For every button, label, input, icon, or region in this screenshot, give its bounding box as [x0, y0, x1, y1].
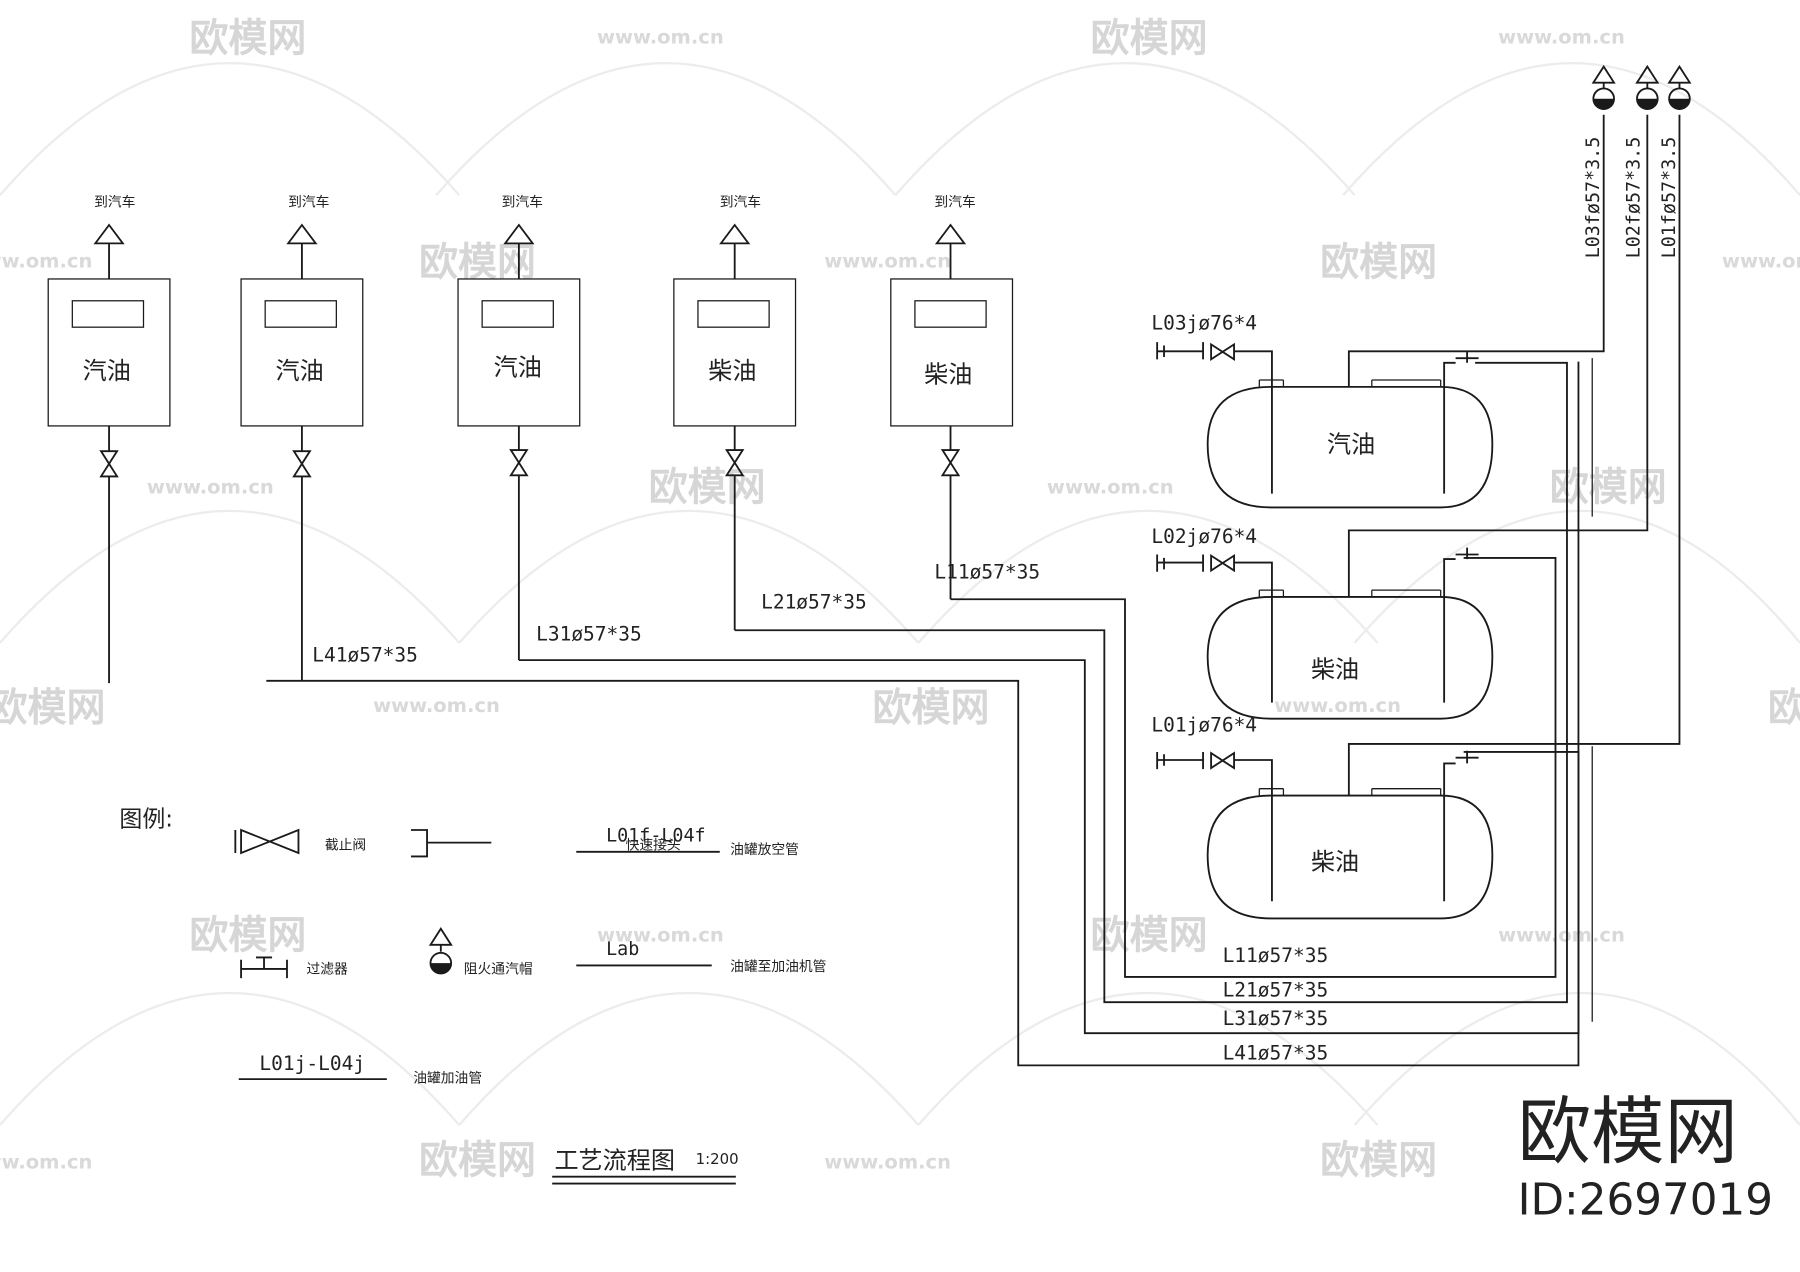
pipe-label-L1: L11ø57*35: [934, 561, 1040, 584]
vent-caps: [1591, 64, 1692, 110]
watermark-logo: 欧模网: [189, 913, 306, 958]
legend-flame-arrester-label: 阻火通汽帽: [464, 962, 533, 978]
id-label: ID:2697019: [1518, 1176, 1773, 1226]
dispenser-fuel-label: 汽油: [83, 357, 131, 385]
watermark-logo: 欧模网: [1768, 686, 1800, 731]
flame-arrester-icon: [1591, 64, 1616, 110]
pipe-label-L3: L31ø57*35: [536, 623, 642, 646]
fill-pipe-label: L02jø76*4: [1151, 525, 1257, 548]
pipe-label-L2: L21ø57*35: [761, 590, 867, 613]
pipe-label-lower-L4: L41ø57*35: [1223, 1042, 1329, 1065]
legend-fill-code: L01j-L04j: [259, 1052, 365, 1075]
watermark-logo: 欧模网: [1091, 913, 1208, 958]
watermark-url: www.om.cn: [824, 249, 951, 272]
watermark-url: www.om.cn: [0, 1151, 92, 1174]
flame-arrester-icon: [428, 927, 453, 975]
legend-lab-code: Lab: [606, 939, 639, 960]
legend-vent-pipe-label: 油罐放空管: [730, 842, 799, 858]
pipe-label-lower-L1: L11ø57*35: [1223, 944, 1329, 967]
legend-vent-code: L01f-L04f: [606, 825, 705, 846]
tank-fuel-label: 柴油: [1311, 655, 1359, 683]
dispenser-3: 到汽车 汽油: [457, 194, 581, 427]
watermark-logo: 欧模网: [0, 686, 106, 731]
legend: 图例: 截止阀 L01f-L04f 快速接头 油罐放空管 过滤器 阻火通汽帽 L…: [119, 807, 826, 1087]
flame-arrester-icon: [1667, 64, 1692, 110]
legend-fill-pipe-label: 油罐加油管: [413, 1071, 482, 1087]
vent-pipe-label: L03fø57*3.5: [1583, 137, 1604, 259]
legend-tank-to-dispenser-label: 油罐至加油机管: [730, 959, 826, 975]
watermark-logo: 欧模网: [1320, 241, 1437, 286]
supply-pipes: [266, 358, 1593, 1067]
watermark-logo: 欧模网: [1091, 17, 1208, 62]
watermark-url: www.om.cn: [824, 1151, 951, 1174]
tank-1: L03jø76*4 汽油: [1151, 114, 1605, 509]
drawing-title: 工艺流程图 1:200: [552, 1147, 739, 1185]
watermark-url: www.om.cn: [1498, 26, 1625, 49]
dispenser-fuel-label: 汽油: [276, 357, 324, 385]
dispenser-4: 到汽车 柴油: [673, 194, 797, 427]
vent-pipe-label: L01fø57*3.5: [1659, 137, 1680, 259]
legend-valve-label: 截止阀: [325, 838, 366, 854]
watermark-url: www.om.cn: [597, 923, 724, 946]
outlet-label: 到汽车: [720, 194, 761, 211]
watermark-logo: 欧模网: [189, 17, 306, 62]
fill-pipe-label: L01jø76*4: [1151, 713, 1257, 736]
watermark-url: www.om.cn: [1498, 923, 1625, 946]
watermark-logo: 欧模网: [1320, 1138, 1437, 1183]
title-main: 工艺流程图: [554, 1147, 674, 1175]
legend-quick-coupling-label: 快速接头: [626, 837, 681, 854]
dispenser-5: 到汽车 柴油: [890, 194, 1014, 427]
watermark-logo: 欧模网: [649, 466, 766, 511]
pipe-label-lower-L3: L31ø57*35: [1223, 1007, 1329, 1030]
fill-pipe-label: L03jø76*4: [1151, 311, 1257, 334]
legend-title: 图例:: [119, 807, 173, 833]
watermark-url: www.om.cn: [1047, 476, 1174, 499]
watermark-arcs: [0, 62, 1800, 1126]
dispenser-2: 到汽车 汽油: [240, 194, 364, 427]
valve-icon: [234, 828, 300, 855]
brand-large: 欧模网: [1518, 1090, 1738, 1175]
watermark-url: www.om.cn: [597, 26, 724, 49]
quick-coupling-icon: [410, 829, 492, 858]
watermark-url: www.om.cn: [0, 249, 92, 272]
watermark-url: www.om.cn: [373, 694, 500, 717]
outlet-label: 到汽车: [502, 194, 543, 211]
pipe-label-L4: L41ø57*35: [312, 643, 418, 666]
flame-arrester-icon: [1635, 64, 1660, 110]
vent-pipe-label: L02fø57*3.5: [1623, 137, 1644, 259]
outlet-label: 到汽车: [94, 194, 135, 211]
dispenser-fuel-label: 柴油: [708, 357, 756, 385]
watermark-logos: 欧模网 欧模网 欧模网 欧模网 欧模网 欧模网 欧模网 欧模网 欧模网 欧模网 …: [0, 17, 1800, 1184]
dispenser-1: 到汽车 汽油: [47, 194, 171, 427]
legend-filter-label: 过滤器: [307, 962, 349, 978]
filter-icon: [240, 956, 288, 979]
watermark-logo: 欧模网: [419, 241, 536, 286]
tank-2: L02jø76*4 柴油: [1151, 114, 1649, 720]
tank-fuel-label: 汽油: [1327, 430, 1375, 458]
dispenser-fuel-label: 汽油: [494, 353, 542, 381]
watermark-url: www.om.cn: [1722, 249, 1800, 272]
watermark-url: www.om.cn: [147, 476, 274, 499]
outlet-label: 到汽车: [288, 194, 329, 211]
tank-fuel-label: 柴油: [1311, 848, 1359, 876]
watermark-url: www.om.cn: [1274, 694, 1401, 717]
outlet-label: 到汽车: [934, 194, 975, 211]
watermark-logo: 欧模网: [872, 686, 989, 731]
watermark-logo: 欧模网: [419, 1138, 536, 1183]
title-scale: 1:200: [696, 1150, 739, 1168]
tank-3: L01jø76*4 柴油: [1151, 114, 1681, 920]
pipe-label-lower-L2: L21ø57*35: [1223, 978, 1329, 1001]
dispenser-fuel-label: 柴油: [924, 360, 972, 388]
dispenser-valves: [99, 425, 961, 684]
